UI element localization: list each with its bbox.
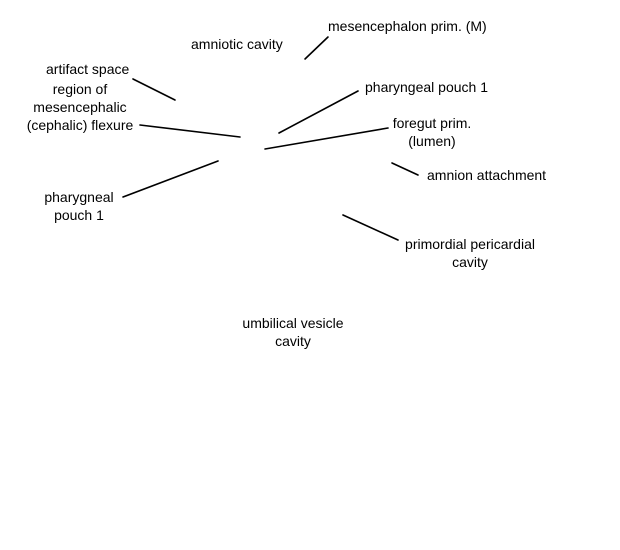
label-line: cavity (452, 254, 488, 270)
label-line: foregut prim. (392, 115, 472, 131)
leader-foregut-prim (264, 127, 389, 150)
leader-mesencephalon-prim (304, 36, 329, 60)
label-line: umbilical vesicle (242, 315, 344, 331)
leader-pharyngeal-pouch-1-right (278, 90, 359, 134)
label-mesencephalic-flexure: region of mesencephalic (cephalic) flexu… (20, 80, 140, 134)
label-line: (cephalic) flexure (26, 117, 134, 133)
label-line: primordial pericardial (405, 236, 535, 252)
label-line: region of (52, 81, 108, 97)
leader-pharygneal-pouch-1-left (122, 160, 219, 198)
leader-amnion-attachment (391, 162, 419, 176)
label-primordial-pericardial-cavity: primordial pericardial cavity (400, 235, 540, 271)
label-line: pouch 1 (54, 207, 104, 223)
label-foregut-prim: foregut prim. (lumen) (386, 114, 478, 150)
leader-primordial-pericardial-cavity (342, 214, 399, 241)
label-line: pharygneal (44, 189, 114, 205)
label-pharyngeal-pouch-1-right: pharyngeal pouch 1 (365, 79, 488, 95)
leader-mesencephalic-flexure (139, 124, 241, 138)
label-pharygneal-pouch-1-left: pharygneal pouch 1 (34, 188, 124, 224)
label-umbilical-vesicle-cavity: umbilical vesicle cavity (233, 314, 353, 350)
label-line: mesencephalic (33, 99, 127, 115)
label-amniotic-cavity: amniotic cavity (191, 36, 283, 52)
label-line: cavity (275, 333, 311, 349)
label-mesencephalon-prim: mesencephalon prim. (M) (328, 18, 487, 34)
label-artifact-space: artifact space (46, 61, 130, 77)
leader-artifact-space (132, 78, 176, 101)
label-line: (lumen) (408, 133, 456, 149)
label-amnion-attachment: amnion attachment (427, 167, 547, 183)
